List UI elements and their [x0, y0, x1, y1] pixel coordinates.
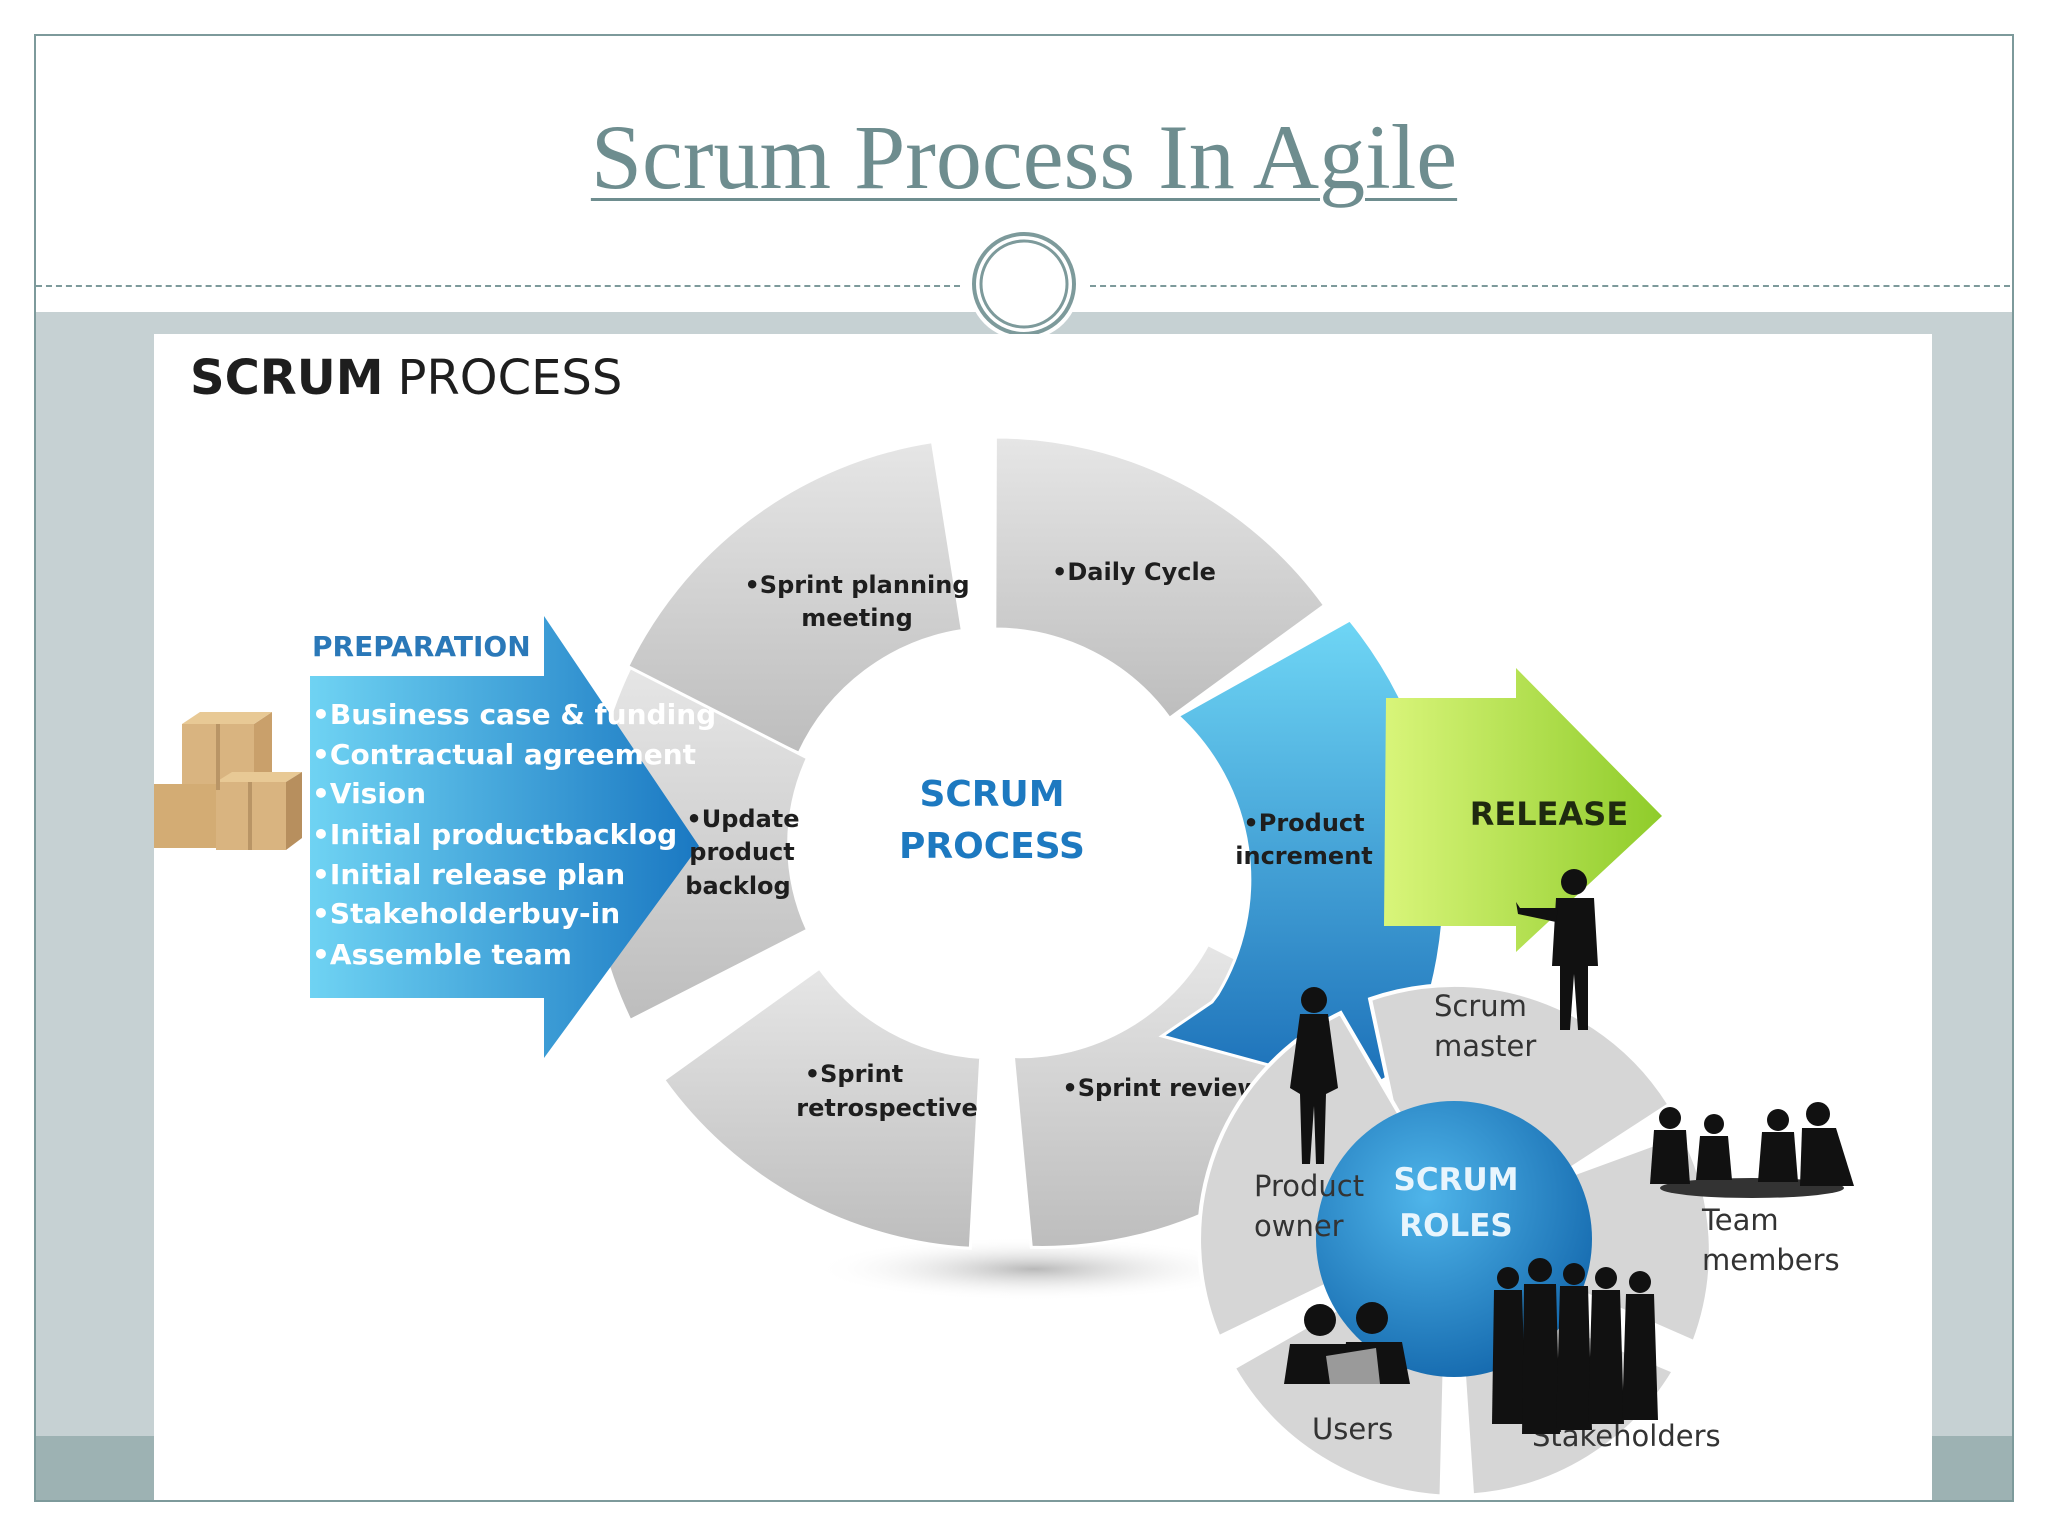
- role-users-label: Users: [1312, 1412, 1393, 1446]
- scrum-master-figure-icon: [1516, 869, 1598, 1030]
- team-members-icon: [1650, 1102, 1854, 1198]
- role-product-owner-label: Product: [1254, 1169, 1364, 1203]
- product-increment-label: increment: [1235, 842, 1373, 870]
- roles-center-line: SCRUM: [1394, 1162, 1519, 1198]
- roles-center-circle: [1316, 1101, 1592, 1377]
- users-icon: [1284, 1302, 1410, 1384]
- cycle-center-label: SCRUM PROCESS: [899, 774, 1085, 867]
- update-backlog-label: product: [689, 838, 794, 866]
- role-scrum-master-label: master: [1434, 1029, 1536, 1063]
- segment-sprint-retrospective: [661, 966, 983, 1250]
- product-owner-figure-icon: [1290, 987, 1338, 1164]
- preparation-item: •Initial productbacklog: [312, 818, 677, 851]
- heading-light: PROCESS: [398, 350, 623, 406]
- role-team-members-label: members: [1702, 1243, 1840, 1277]
- scrum-cycle: [588, 435, 1446, 1250]
- role-team-members-label: Team: [1701, 1203, 1779, 1237]
- update-backlog-label: backlog: [685, 872, 790, 900]
- role-scrum-master-label: Scrum: [1434, 989, 1527, 1023]
- sprint-retrospective-label: retrospective: [796, 1094, 978, 1122]
- boxes-icon: [154, 712, 302, 850]
- preparation-arrow: [310, 616, 699, 1058]
- update-backlog-label: •Update: [686, 805, 799, 833]
- stakeholders-group-icon: [1492, 1258, 1658, 1434]
- title-ring-ornament: [968, 228, 1080, 340]
- slide-title: Scrum Process In Agile: [590, 106, 1458, 208]
- sprint-planning-label: •Sprint planning: [744, 571, 969, 599]
- sprint-retrospective-label: •Sprint: [805, 1060, 903, 1088]
- product-increment-label: •Product: [1243, 809, 1364, 837]
- preparation-list: •Business case & funding •Contractual ag…: [312, 698, 716, 971]
- heading-bold: SCRUM: [190, 350, 384, 406]
- segment-daily-cycle: [993, 435, 1327, 721]
- preparation-item: •Vision: [312, 777, 426, 810]
- preparation-label-bg: [310, 630, 540, 676]
- sprint-review-label: •Sprint review: [1062, 1074, 1259, 1102]
- preparation-item: •Assemble team: [312, 938, 572, 971]
- preparation-item: •Initial release plan: [312, 858, 625, 891]
- cycle-center-line: PROCESS: [899, 826, 1085, 867]
- release-label: RELEASE: [1470, 795, 1628, 833]
- sprint-planning-label: meeting: [801, 604, 913, 632]
- segment-sprint-planning: [622, 439, 965, 756]
- release-arrow: [1384, 668, 1662, 952]
- title-divider-left: [36, 285, 960, 287]
- roles-center-label: SCRUM ROLES: [1394, 1162, 1519, 1244]
- roles-center-line: ROLES: [1399, 1208, 1512, 1244]
- preparation-arrow-body: [310, 616, 699, 1058]
- role-product-owner-label: owner: [1254, 1209, 1344, 1243]
- cycle-center-line: SCRUM: [919, 774, 1064, 815]
- preparation-item: •Business case & funding: [312, 698, 716, 731]
- preparation-item: •Stakeholderbuy-in: [312, 897, 620, 930]
- preparation-item: •Contractual agreement: [312, 738, 696, 771]
- scrum-roles-wheel: [1197, 983, 1713, 1499]
- cycle-shadow: [814, 1237, 1254, 1301]
- preparation-label: PREPARATION: [312, 630, 531, 663]
- daily-cycle-label: •Daily Cycle: [1052, 558, 1216, 586]
- title-divider-right: [1090, 285, 2010, 287]
